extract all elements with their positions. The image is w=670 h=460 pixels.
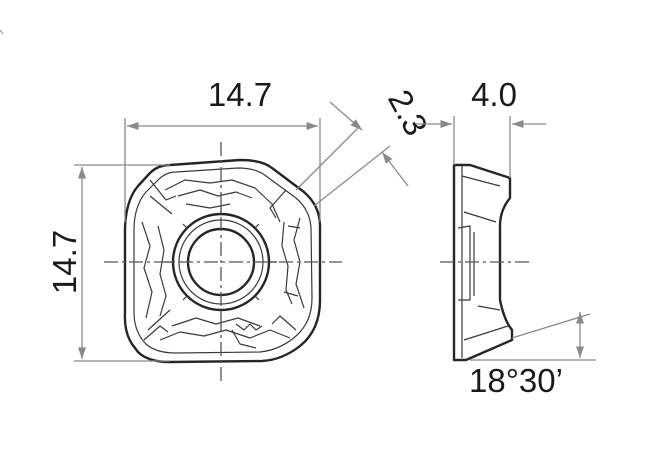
insert-outline (123, 158, 322, 364)
chamfer-extension-2 (313, 145, 391, 207)
chamfer-arrow-2 (381, 151, 409, 187)
chip-breaker-right (281, 217, 305, 309)
corner-facets (143, 179, 297, 341)
chip-breaker-top (164, 179, 281, 223)
thickness-value: 4.0 (471, 76, 517, 113)
side-view: 4.0 18°30’ (416, 76, 596, 399)
chip-breaker-left (141, 195, 173, 331)
angle-leg-1 (511, 313, 591, 339)
width-value: 14.7 (208, 76, 272, 113)
clearance-angle-value: 18°30’ (469, 362, 563, 399)
chamfer-value: 2.3 (381, 84, 435, 142)
chamfer-extension-1 (295, 125, 361, 191)
height-value: 14.7 (46, 230, 83, 294)
corner-mark (0, 29, 4, 35)
chamfer-arrow-1 (329, 101, 363, 131)
side-profile-details (457, 166, 509, 358)
side-profile-outline (452, 163, 514, 362)
chip-breaker-bottom (159, 317, 291, 349)
front-view: 14.7 14.7 2.3 (46, 76, 435, 384)
cutting-edge-contour (133, 167, 313, 354)
